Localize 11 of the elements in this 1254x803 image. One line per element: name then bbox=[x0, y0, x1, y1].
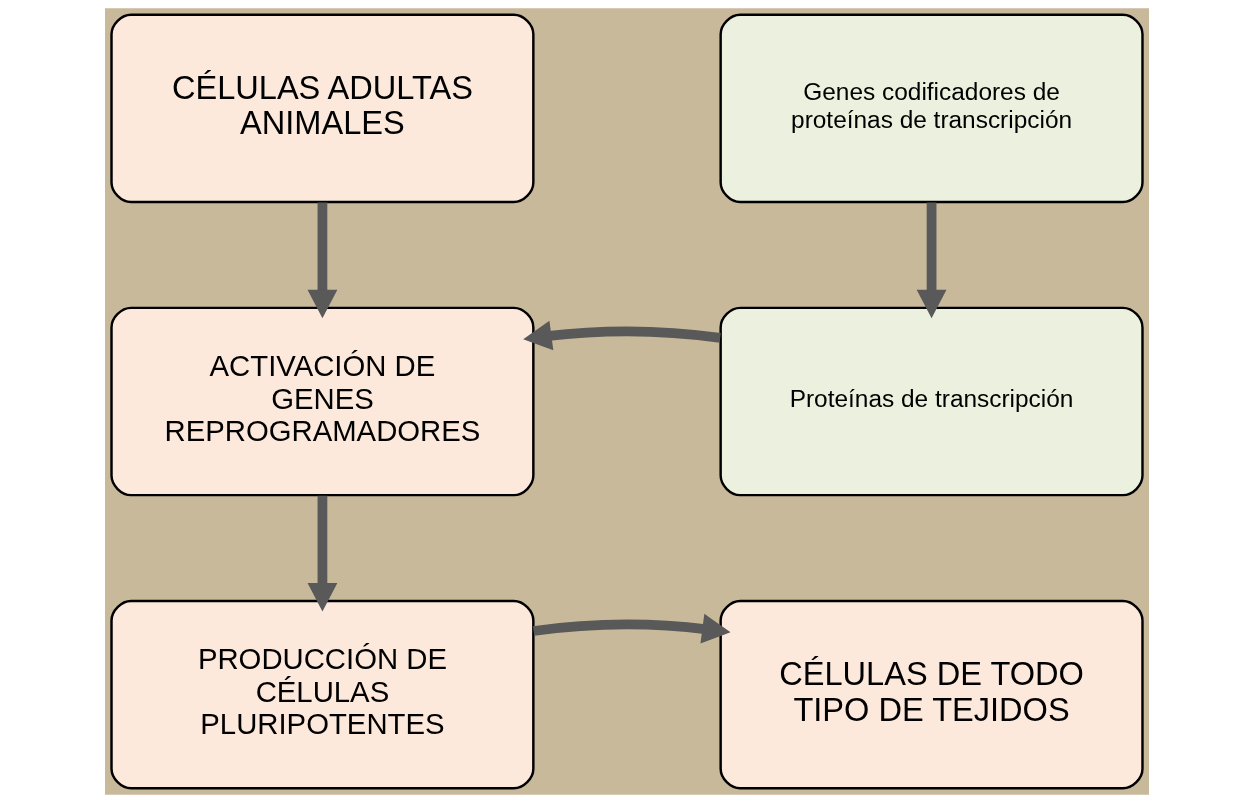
arrow bbox=[523, 320, 721, 351]
arrow bbox=[307, 495, 338, 612]
node-box: Genes codificadores de proteínas de transcripción bbox=[719, 13, 1144, 204]
node-box: CÉLULAS ADULTAS ANIMALES bbox=[110, 13, 535, 204]
node-box: CÉLULAS DE TODO TIPO DE TEJIDOS bbox=[719, 599, 1144, 790]
node-box: ACTIVACIÓN DE GENES REPROGRAMADORES bbox=[110, 306, 535, 497]
arrow bbox=[916, 202, 947, 319]
arrow bbox=[307, 202, 338, 319]
arrow bbox=[533, 613, 731, 644]
node-box: PRODUCCIÓN DE CÉLULAS PLURIPOTENTES bbox=[110, 599, 535, 790]
node-box: Proteínas de transcripción bbox=[719, 306, 1144, 497]
